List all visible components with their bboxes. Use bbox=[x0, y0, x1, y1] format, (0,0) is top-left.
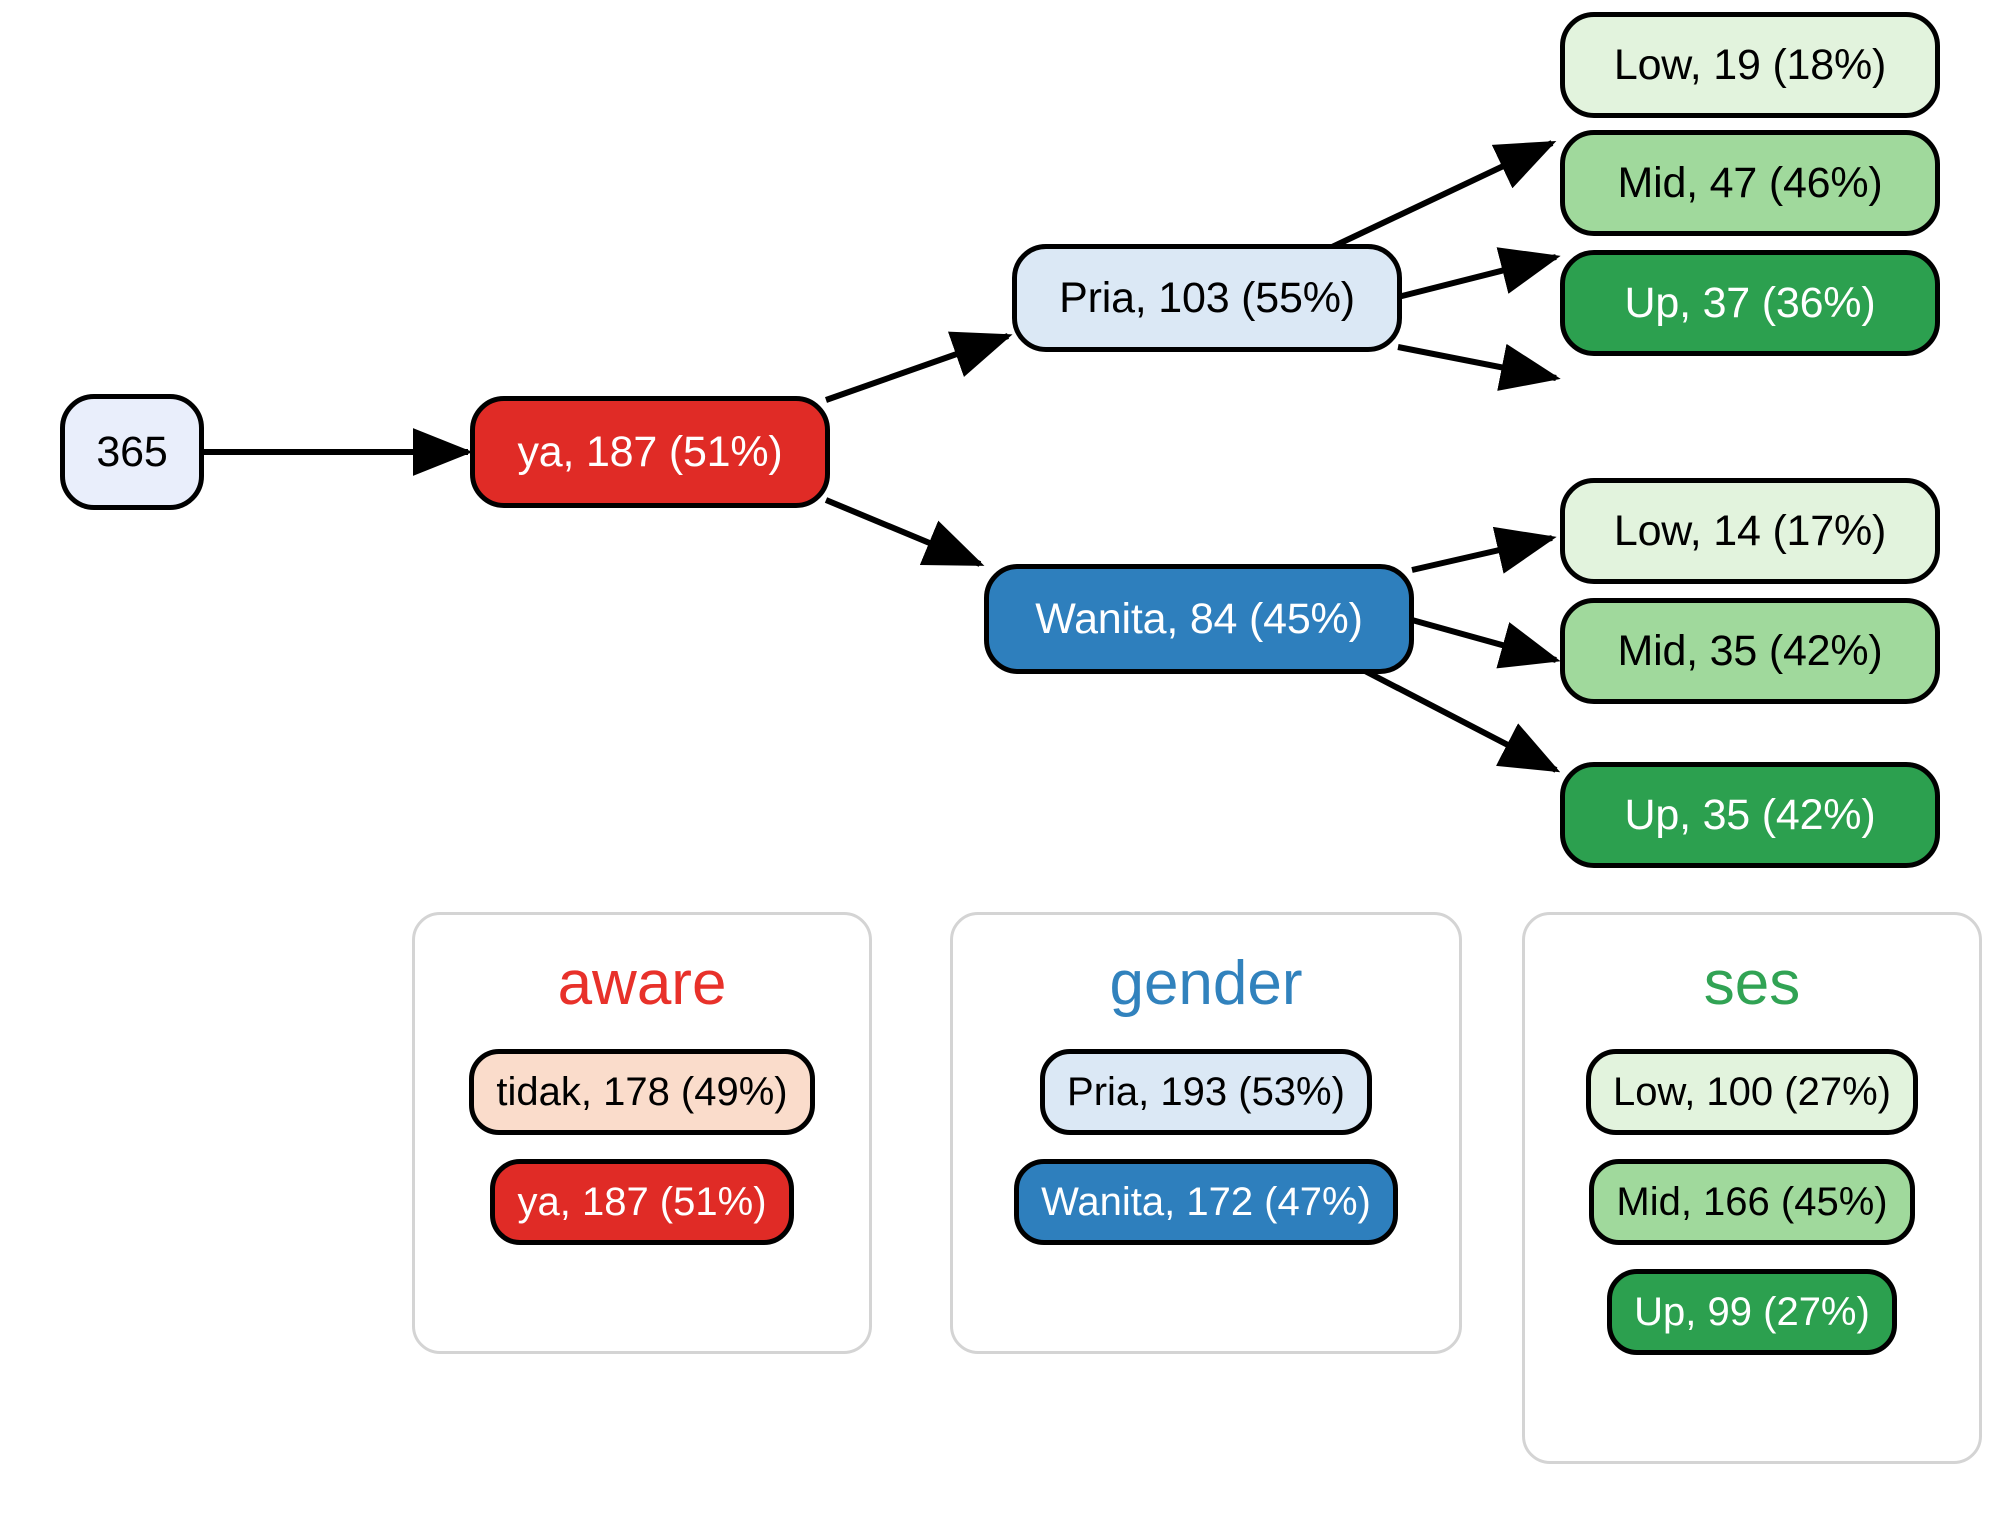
node-ses-pria-low[interactable]: Low, 19 (18%) bbox=[1560, 12, 1940, 118]
legend-title-gender: gender bbox=[1109, 949, 1303, 1018]
edge-ya-to-wanita bbox=[824, 497, 985, 567]
edge-wanita-to-mid bbox=[1411, 617, 1561, 669]
legend-chip-gender-wanita[interactable]: Wanita, 172 (47%) bbox=[1014, 1159, 1398, 1245]
legend-chip-ses-mid[interactable]: Mid, 166 (45%) bbox=[1589, 1159, 1915, 1245]
edge-pria-to-mid bbox=[1397, 247, 1561, 300]
edge-wanita-to-low bbox=[1411, 526, 1557, 574]
edge-ya-to-pria bbox=[825, 331, 1013, 403]
legend-chip-aware-tidak[interactable]: tidak, 178 (49%) bbox=[469, 1049, 815, 1135]
legend-panel-aware: aware tidak, 178 (49%) ya, 187 (51%) bbox=[412, 912, 872, 1354]
legend-title-ses: ses bbox=[1703, 949, 1801, 1018]
node-aware-ya[interactable]: ya, 187 (51%) bbox=[470, 396, 830, 508]
node-ses-pria-mid[interactable]: Mid, 47 (46%) bbox=[1560, 130, 1940, 236]
edge-wanita-to-up bbox=[1338, 655, 1561, 773]
node-ses-pria-up[interactable]: Up, 37 (36%) bbox=[1560, 250, 1940, 356]
legend-panel-ses: ses Low, 100 (27%) Mid, 166 (45%) Up, 99… bbox=[1522, 912, 1982, 1464]
node-gender-pria[interactable]: Pria, 103 (55%) bbox=[1012, 244, 1402, 352]
node-ses-wanita-mid[interactable]: Mid, 35 (42%) bbox=[1560, 598, 1940, 704]
legend-chip-gender-pria[interactable]: Pria, 193 (53%) bbox=[1040, 1049, 1372, 1135]
legend-chip-ses-low[interactable]: Low, 100 (27%) bbox=[1586, 1049, 1918, 1135]
legend-chip-aware-ya[interactable]: ya, 187 (51%) bbox=[490, 1159, 794, 1245]
legend-title-aware: aware bbox=[557, 949, 727, 1018]
edge-pria-to-low bbox=[1328, 140, 1557, 251]
legend-chip-ses-up[interactable]: Up, 99 (27%) bbox=[1607, 1269, 1897, 1355]
node-ses-wanita-low[interactable]: Low, 14 (17%) bbox=[1560, 478, 1940, 584]
node-gender-wanita[interactable]: Wanita, 84 (45%) bbox=[984, 564, 1414, 674]
node-root[interactable]: 365 bbox=[60, 394, 204, 510]
node-ses-wanita-up[interactable]: Up, 35 (42%) bbox=[1560, 762, 1940, 868]
edge-pria-to-up bbox=[1397, 343, 1561, 391]
legend-panel-gender: gender Pria, 193 (53%) Wanita, 172 (47%) bbox=[950, 912, 1462, 1354]
